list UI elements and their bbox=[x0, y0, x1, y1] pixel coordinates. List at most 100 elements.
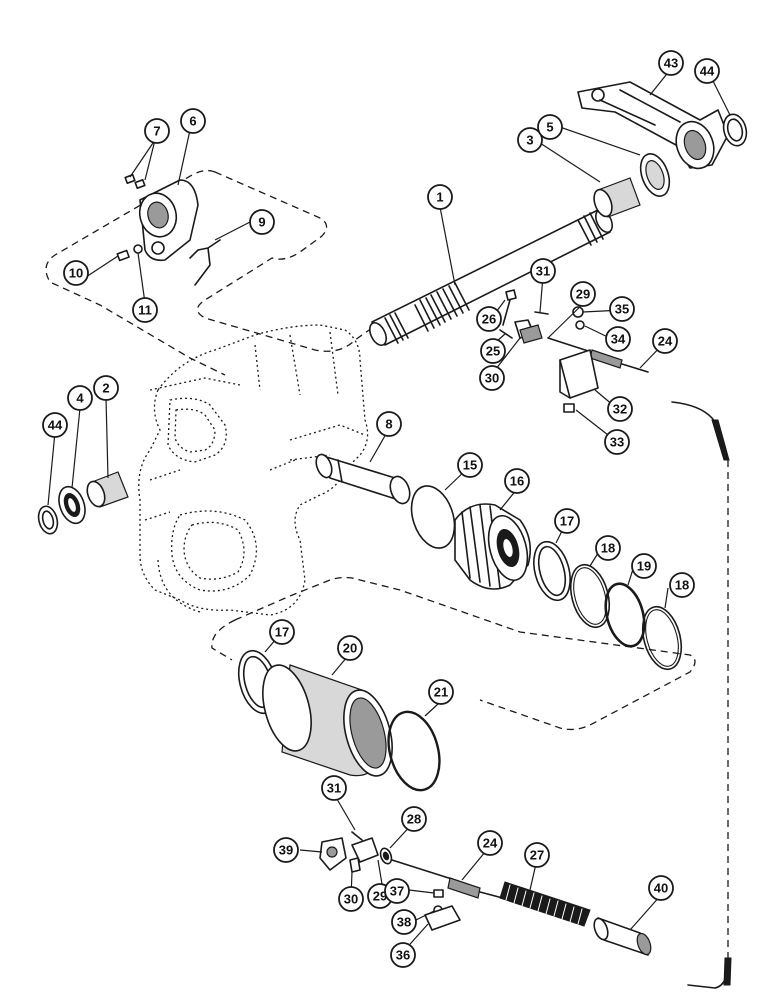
callout-30-top: 30 bbox=[479, 365, 505, 391]
snap-ring-44-top bbox=[722, 113, 748, 147]
callout-26: 26 bbox=[476, 306, 502, 332]
callout-21: 21 bbox=[428, 679, 454, 705]
o-ring-19 bbox=[604, 582, 646, 648]
callout-29-top: 29 bbox=[570, 281, 596, 307]
svg-text:24: 24 bbox=[658, 334, 673, 349]
callout-44-left: 44 bbox=[42, 412, 68, 438]
callout-31-bottom: 31 bbox=[321, 775, 347, 801]
o-ring-21 bbox=[387, 710, 441, 792]
callout-40: 40 bbox=[648, 875, 674, 901]
callout-33: 33 bbox=[604, 429, 630, 455]
piston-pin-8 bbox=[315, 453, 411, 505]
callout-31-top: 31 bbox=[530, 258, 556, 284]
rod-end-29-top bbox=[519, 324, 543, 344]
svg-text:4: 4 bbox=[76, 391, 84, 406]
callout-19: 19 bbox=[631, 553, 657, 579]
svg-text:37: 37 bbox=[390, 884, 404, 899]
callout-7: 7 bbox=[144, 118, 170, 144]
svg-text:43: 43 bbox=[664, 56, 678, 71]
svg-text:29: 29 bbox=[373, 889, 387, 904]
callout-18-a: 18 bbox=[595, 535, 621, 561]
lift-lever-43 bbox=[577, 81, 729, 170]
svg-text:17: 17 bbox=[275, 625, 289, 640]
bracket-32 bbox=[559, 349, 599, 399]
pin-31-top bbox=[534, 311, 549, 315]
svg-text:10: 10 bbox=[69, 266, 83, 281]
pin-25 bbox=[499, 329, 513, 339]
rod-end-29-bottom bbox=[351, 837, 379, 863]
svg-text:44: 44 bbox=[700, 64, 715, 79]
bracket-36 bbox=[424, 905, 461, 931]
svg-text:11: 11 bbox=[138, 303, 152, 318]
svg-text:25: 25 bbox=[486, 344, 500, 359]
svg-text:5: 5 bbox=[546, 120, 553, 135]
callout-18-b: 18 bbox=[669, 572, 695, 598]
snap-ring-44-left bbox=[37, 505, 59, 535]
callout-44-top: 44 bbox=[694, 58, 720, 84]
callout-24-top: 24 bbox=[652, 328, 678, 354]
seal-5 bbox=[639, 153, 671, 197]
svg-text:20: 20 bbox=[343, 641, 357, 656]
svg-text:6: 6 bbox=[189, 114, 196, 129]
svg-text:32: 32 bbox=[613, 402, 627, 417]
svg-text:27: 27 bbox=[530, 848, 544, 863]
svg-text:33: 33 bbox=[610, 435, 624, 450]
callout-32: 32 bbox=[607, 396, 633, 422]
backup-ring-18-b bbox=[641, 605, 683, 671]
svg-text:21: 21 bbox=[434, 685, 448, 700]
pins-7 bbox=[124, 174, 146, 189]
svg-text:3: 3 bbox=[526, 133, 533, 148]
callout-27: 27 bbox=[524, 842, 550, 868]
washer-28 bbox=[379, 847, 393, 865]
callout-16: 16 bbox=[504, 468, 530, 494]
callout-1: 1 bbox=[427, 184, 453, 210]
callout-39: 39 bbox=[273, 837, 299, 863]
svg-text:35: 35 bbox=[615, 302, 629, 317]
callout-20: 20 bbox=[337, 635, 363, 661]
svg-text:30: 30 bbox=[485, 371, 499, 386]
seal-4 bbox=[58, 485, 86, 525]
callout-11: 11 bbox=[132, 297, 158, 323]
callout-4: 4 bbox=[67, 385, 93, 411]
spring-27 bbox=[499, 881, 591, 927]
bushing-2 bbox=[86, 471, 129, 508]
callout-6: 6 bbox=[180, 108, 206, 134]
svg-text:24: 24 bbox=[483, 836, 498, 851]
callout-10: 10 bbox=[63, 260, 89, 286]
svg-text:34: 34 bbox=[611, 332, 626, 347]
svg-text:30: 30 bbox=[344, 892, 358, 907]
callout-5: 5 bbox=[537, 114, 563, 140]
svg-text:44: 44 bbox=[48, 418, 63, 433]
svg-text:1: 1 bbox=[436, 190, 443, 205]
bracket-39 bbox=[319, 837, 347, 871]
control-cable bbox=[671, 401, 732, 989]
cylinder-sleeve-20 bbox=[262, 664, 393, 777]
callout-43: 43 bbox=[658, 50, 684, 76]
svg-text:9: 9 bbox=[258, 215, 265, 230]
svg-text:8: 8 bbox=[385, 417, 392, 432]
control-rod-24-bottom bbox=[391, 859, 511, 901]
callout-24-bottom: 24 bbox=[477, 830, 503, 856]
callout-25: 25 bbox=[480, 338, 506, 364]
callout-8: 8 bbox=[376, 411, 402, 437]
svg-text:18: 18 bbox=[601, 541, 615, 556]
callout-36: 36 bbox=[390, 942, 416, 968]
transmission-housing bbox=[138, 324, 369, 616]
svg-text:40: 40 bbox=[654, 881, 668, 896]
callout-35: 35 bbox=[609, 296, 635, 322]
callout-15: 15 bbox=[457, 452, 483, 478]
svg-text:28: 28 bbox=[407, 812, 421, 827]
svg-text:18: 18 bbox=[675, 578, 689, 593]
svg-text:38: 38 bbox=[397, 915, 411, 930]
svg-text:31: 31 bbox=[327, 781, 341, 796]
callout-28: 28 bbox=[401, 806, 427, 832]
callout-3: 3 bbox=[517, 127, 543, 153]
washer-11 bbox=[133, 244, 143, 254]
svg-text:7: 7 bbox=[153, 124, 160, 139]
callout-30-bottom: 30 bbox=[338, 886, 364, 912]
svg-text:17: 17 bbox=[560, 514, 574, 529]
clip-9 bbox=[189, 239, 221, 286]
svg-text:29: 29 bbox=[576, 287, 590, 302]
svg-text:19: 19 bbox=[637, 559, 651, 574]
